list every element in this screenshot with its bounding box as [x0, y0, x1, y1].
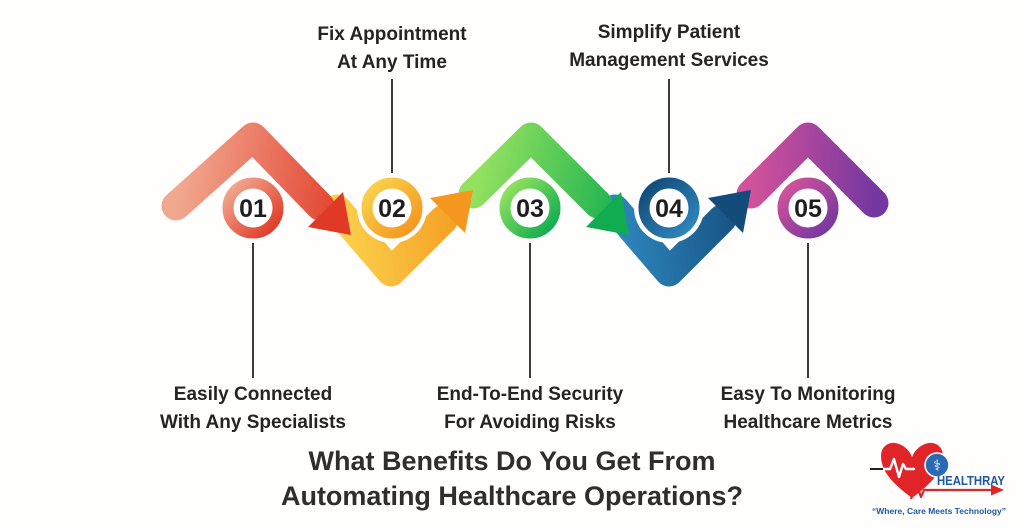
arrowhead-1 — [308, 192, 351, 235]
step-number-2: 02 — [378, 195, 406, 223]
step-circle-2: 02 — [357, 173, 427, 243]
chevron-4 — [600, 194, 737, 287]
healthray-logo: ⚕ HEALTHRAY “Where, Care Meets Technolog… — [870, 442, 1006, 516]
step-label-1: Easily Connected With Any Specialists — [160, 381, 346, 436]
step-label-1-line1: Easily Connected — [173, 384, 333, 405]
step-label-5: Easy To Monitoring Healthcare Metrics — [721, 381, 896, 436]
step-number-4: 04 — [655, 195, 683, 223]
step-label-4-line2: Management Services — [569, 49, 769, 71]
step-circle-4: 04 — [634, 173, 704, 243]
arrowhead-4 — [708, 190, 751, 233]
arrowhead-2 — [430, 190, 473, 233]
step-label-1-line2: With Any Specialists — [159, 411, 347, 433]
medical-badge-icon — [924, 452, 950, 478]
step-circle-3: 03 — [495, 173, 565, 243]
step-label-5-line1: Easy To Monitoring — [720, 384, 896, 405]
step-label-4: Simplify Patient Management Services — [569, 19, 769, 74]
chevron-3 — [458, 122, 613, 219]
step-label-4-line1: Simplify Patient — [597, 22, 741, 43]
ecg-pulse-icon — [882, 457, 916, 479]
step-label-2-line1: Fix Appointment — [317, 24, 467, 45]
step-label-5-line2: Healthcare Metrics — [723, 411, 893, 433]
ecg-arrowhead-icon — [991, 484, 1004, 496]
chevron-1 — [161, 122, 335, 221]
caduceus-icon: ⚕ — [933, 457, 941, 474]
chevron-2 — [322, 194, 459, 287]
step-number-1: 01 — [239, 195, 267, 223]
step-circle-1: 01 — [218, 173, 288, 243]
logo-wordmark: HEALTHRAY — [937, 473, 1005, 488]
step-circle-5: 05 — [773, 173, 843, 243]
step-label-2: Fix Appointment At Any Time — [317, 21, 466, 76]
step-label-3: End-To-End Security For Avoiding Risks — [437, 381, 623, 436]
page-title-line1: What Benefits Do You Get From — [308, 446, 716, 476]
page-title: What Benefits Do You Get From Automating… — [0, 444, 1024, 514]
arrowhead-3 — [586, 192, 629, 235]
step-number-5: 05 — [794, 195, 822, 223]
step-label-2-line2: At Any Time — [337, 51, 447, 73]
chevron-5 — [736, 122, 889, 218]
step-number-3: 03 — [516, 195, 544, 223]
page-title-line2: Automating Healthcare Operations? — [280, 481, 744, 512]
step-label-3-line2: For Avoiding Risks — [444, 411, 616, 433]
logo-tagline: “Where, Care Meets Technology” — [872, 506, 1006, 516]
ecg-arrow-line — [909, 481, 992, 500]
step-label-3-line1: End-To-End Security — [436, 384, 624, 405]
